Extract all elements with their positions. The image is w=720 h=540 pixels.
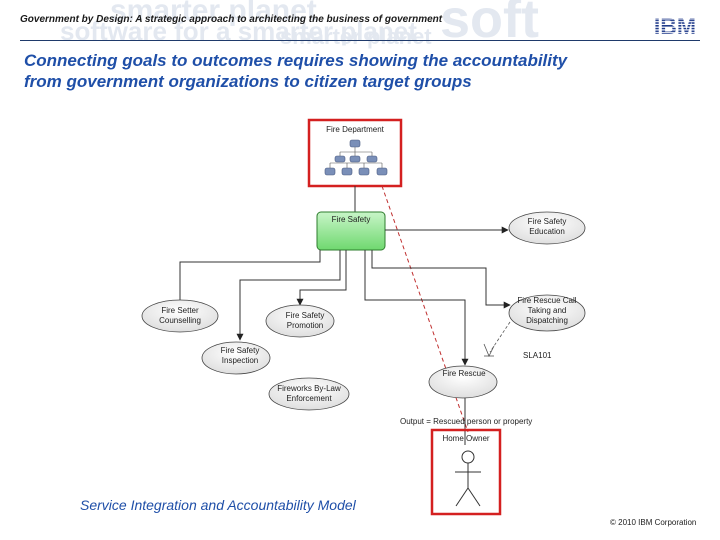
svg-text:Enforcement: Enforcement [286,394,332,403]
actor-label: Home Owner [442,434,489,443]
org-chart-icon [324,139,388,176]
svg-text:Fire Safety: Fire Safety [286,311,325,320]
svg-text:Taking and: Taking and [528,306,567,315]
watermark-text: smarter planet [280,24,432,49]
svg-text:Promotion: Promotion [287,321,323,330]
svg-text:Education: Education [529,227,565,236]
use-case-rescue: Fire Rescue [428,365,498,399]
svg-text:Dispatching: Dispatching [526,316,568,325]
sla-link [483,321,511,357]
background-watermark: smarter planet software for a smarter pl… [40,0,720,74]
slide-title-line: from government organizations to citizen… [24,72,472,91]
svg-text:Fire Rescue Call: Fire Rescue Call [517,296,576,305]
svg-text:Fire Setter: Fire Setter [161,306,199,315]
svg-text:Inspection: Inspection [222,356,258,365]
watermark-text: smarter planet [110,0,317,27]
use-case-counselling: Fire Setter Counselling [141,299,219,333]
use-case-fireworks: Fireworks By-Law Enforcement [268,377,350,411]
sla-label: SLA101 [523,351,552,360]
output-label: Output = Rescued person or property [400,417,532,426]
use-case-call-taking: Fire Rescue Call Taking and Dispatching [508,294,586,332]
use-case-promotion: Fire Safety Promotion [265,304,335,338]
diagram-caption: Service Integration and Accountability M… [80,497,356,513]
use-case-inspection: Fire Safety Inspection [201,341,271,375]
svg-text:Counselling: Counselling [159,316,201,325]
use-case-education: Fire Safety Education [508,211,586,245]
org-box-label: Fire Department [326,125,385,134]
actor-stick-figure-icon [455,450,481,507]
copyright-notice: © 2010 IBM Corporation [610,518,697,527]
actor-highlight-box [430,428,502,516]
slide-title-line: Connecting goals to outcomes requires sh… [24,51,568,70]
central-node-label: Fire Safety [332,215,371,224]
central-node-fire-safety [316,211,386,251]
presentation-title: Government by Design: A strategic approa… [20,14,443,25]
svg-text:Fire Safety: Fire Safety [221,346,260,355]
connector-lines [179,226,511,366]
header-divider [20,40,700,41]
ibm-logo: IBM [654,14,696,36]
watermark-text: software for a smarter planet [60,16,417,46]
svg-text:Fire Rescue: Fire Rescue [442,369,486,378]
slide-title: Connecting goals to outcomes requires sh… [24,50,704,92]
svg-text:Fire Safety: Fire Safety [528,217,567,226]
ibm-logo-text: IBM [654,14,696,36]
svg-text:Fireworks By-Law: Fireworks By-Law [277,384,341,393]
